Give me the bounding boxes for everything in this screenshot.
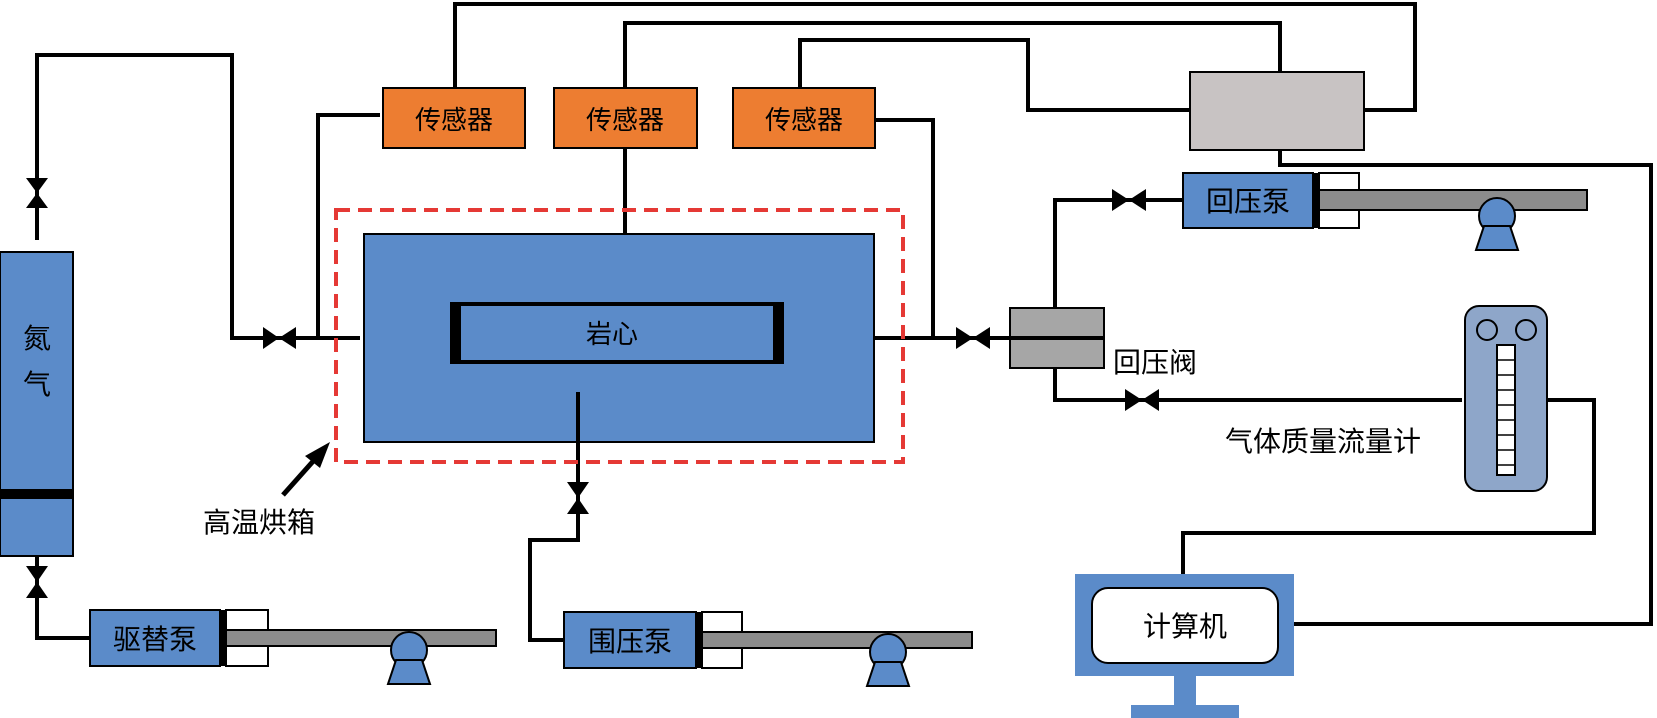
gas-mass-flow-meter: 气体质量流量计 (1225, 305, 1548, 492)
sensor-2-label: 传感器 (586, 106, 664, 136)
arrow-icon (281, 442, 330, 497)
sensor-1-label: 传感器 (415, 106, 493, 136)
pump-motor-icon (386, 631, 432, 685)
grey-box (1189, 71, 1365, 151)
pump-motor-icon (865, 633, 911, 687)
displacement-pump: 驱替泵 (89, 609, 497, 685)
sensor-3-label: 传感器 (765, 106, 843, 136)
back-pressure-pump-label: 回压泵 (1206, 185, 1290, 218)
pump-motor-icon (1474, 197, 1520, 251)
oven-boundary (334, 208, 905, 464)
pipelines (35, 2, 1653, 642)
nitrogen-cylinder: 氮 气 (0, 251, 74, 557)
oven-label: 高温烘箱 (203, 506, 315, 539)
valve-icon (956, 327, 990, 349)
confining-pump-label: 围压泵 (588, 625, 672, 658)
sensor-1: 传感器 (382, 87, 526, 149)
flow-meter-label: 气体质量流量计 (1225, 425, 1421, 458)
core-label: 岩心 (586, 320, 638, 350)
valve-icon (263, 327, 296, 349)
rock-core: 岩心 (450, 302, 784, 364)
nitrogen-label-2: 气 (23, 368, 51, 401)
back-pressure-pump: 回压泵 (1182, 172, 1588, 251)
back-pressure-valve: 回压阀 (1009, 307, 1197, 379)
confining-pressure-pump: 围压泵 (563, 611, 973, 687)
computer-label: 计算机 (1143, 610, 1227, 643)
nitrogen-label-1: 氮 (23, 322, 51, 355)
valve-icon (1112, 189, 1146, 211)
valve-icon (26, 178, 48, 208)
sensor-3: 传感器 (732, 87, 876, 149)
sensor-2: 传感器 (553, 87, 698, 149)
displacement-pump-label: 驱替泵 (113, 623, 197, 656)
valve-icon (1125, 389, 1159, 411)
back-pressure-valve-label: 回压阀 (1113, 346, 1197, 379)
valve-icon (567, 482, 589, 514)
valve-icon (26, 566, 48, 598)
computer: 计算机 (1075, 574, 1294, 718)
